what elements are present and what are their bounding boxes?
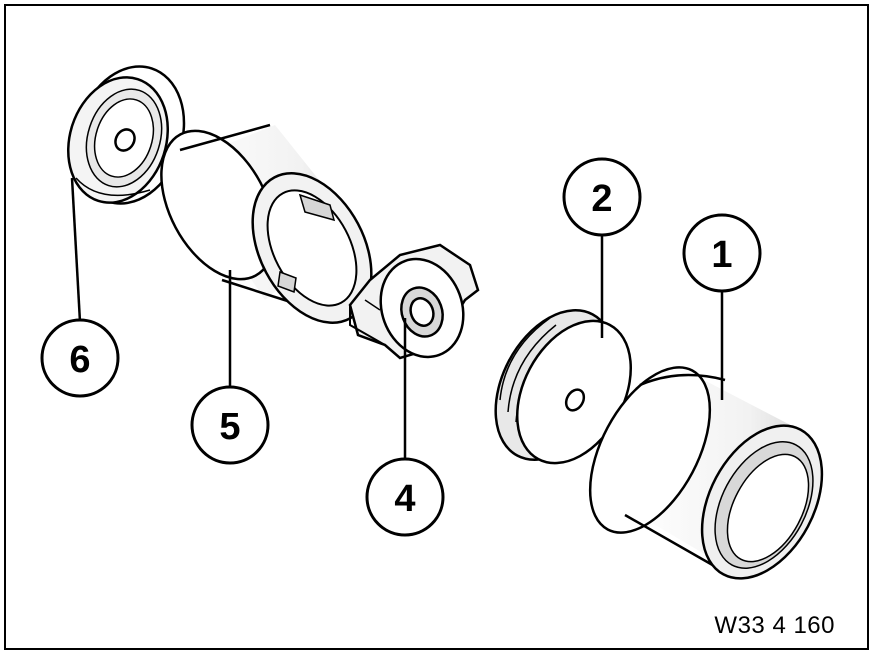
callout-label-1: 1	[711, 234, 732, 276]
leader-6	[70, 177, 82, 323]
callout-label-6: 6	[69, 339, 90, 381]
callout-circle-2	[562, 157, 642, 237]
leader-lines	[70, 177, 724, 460]
callout-label-5: 5	[219, 406, 240, 448]
callout-circle-1	[682, 213, 762, 293]
part-2-disc	[494, 309, 633, 465]
callout-circle-6	[40, 318, 120, 398]
part-4-nut	[348, 243, 480, 360]
part-1-cylinder	[588, 366, 824, 580]
callout-circle-4	[365, 457, 445, 537]
callout-label-4: 4	[394, 478, 415, 520]
part-6-cap	[66, 65, 186, 205]
part-5-sleeve	[160, 123, 373, 324]
callout-circle-5	[190, 385, 270, 465]
callout-label-2: 2	[591, 178, 612, 220]
figure-reference-code: W33 4 160	[714, 612, 835, 639]
